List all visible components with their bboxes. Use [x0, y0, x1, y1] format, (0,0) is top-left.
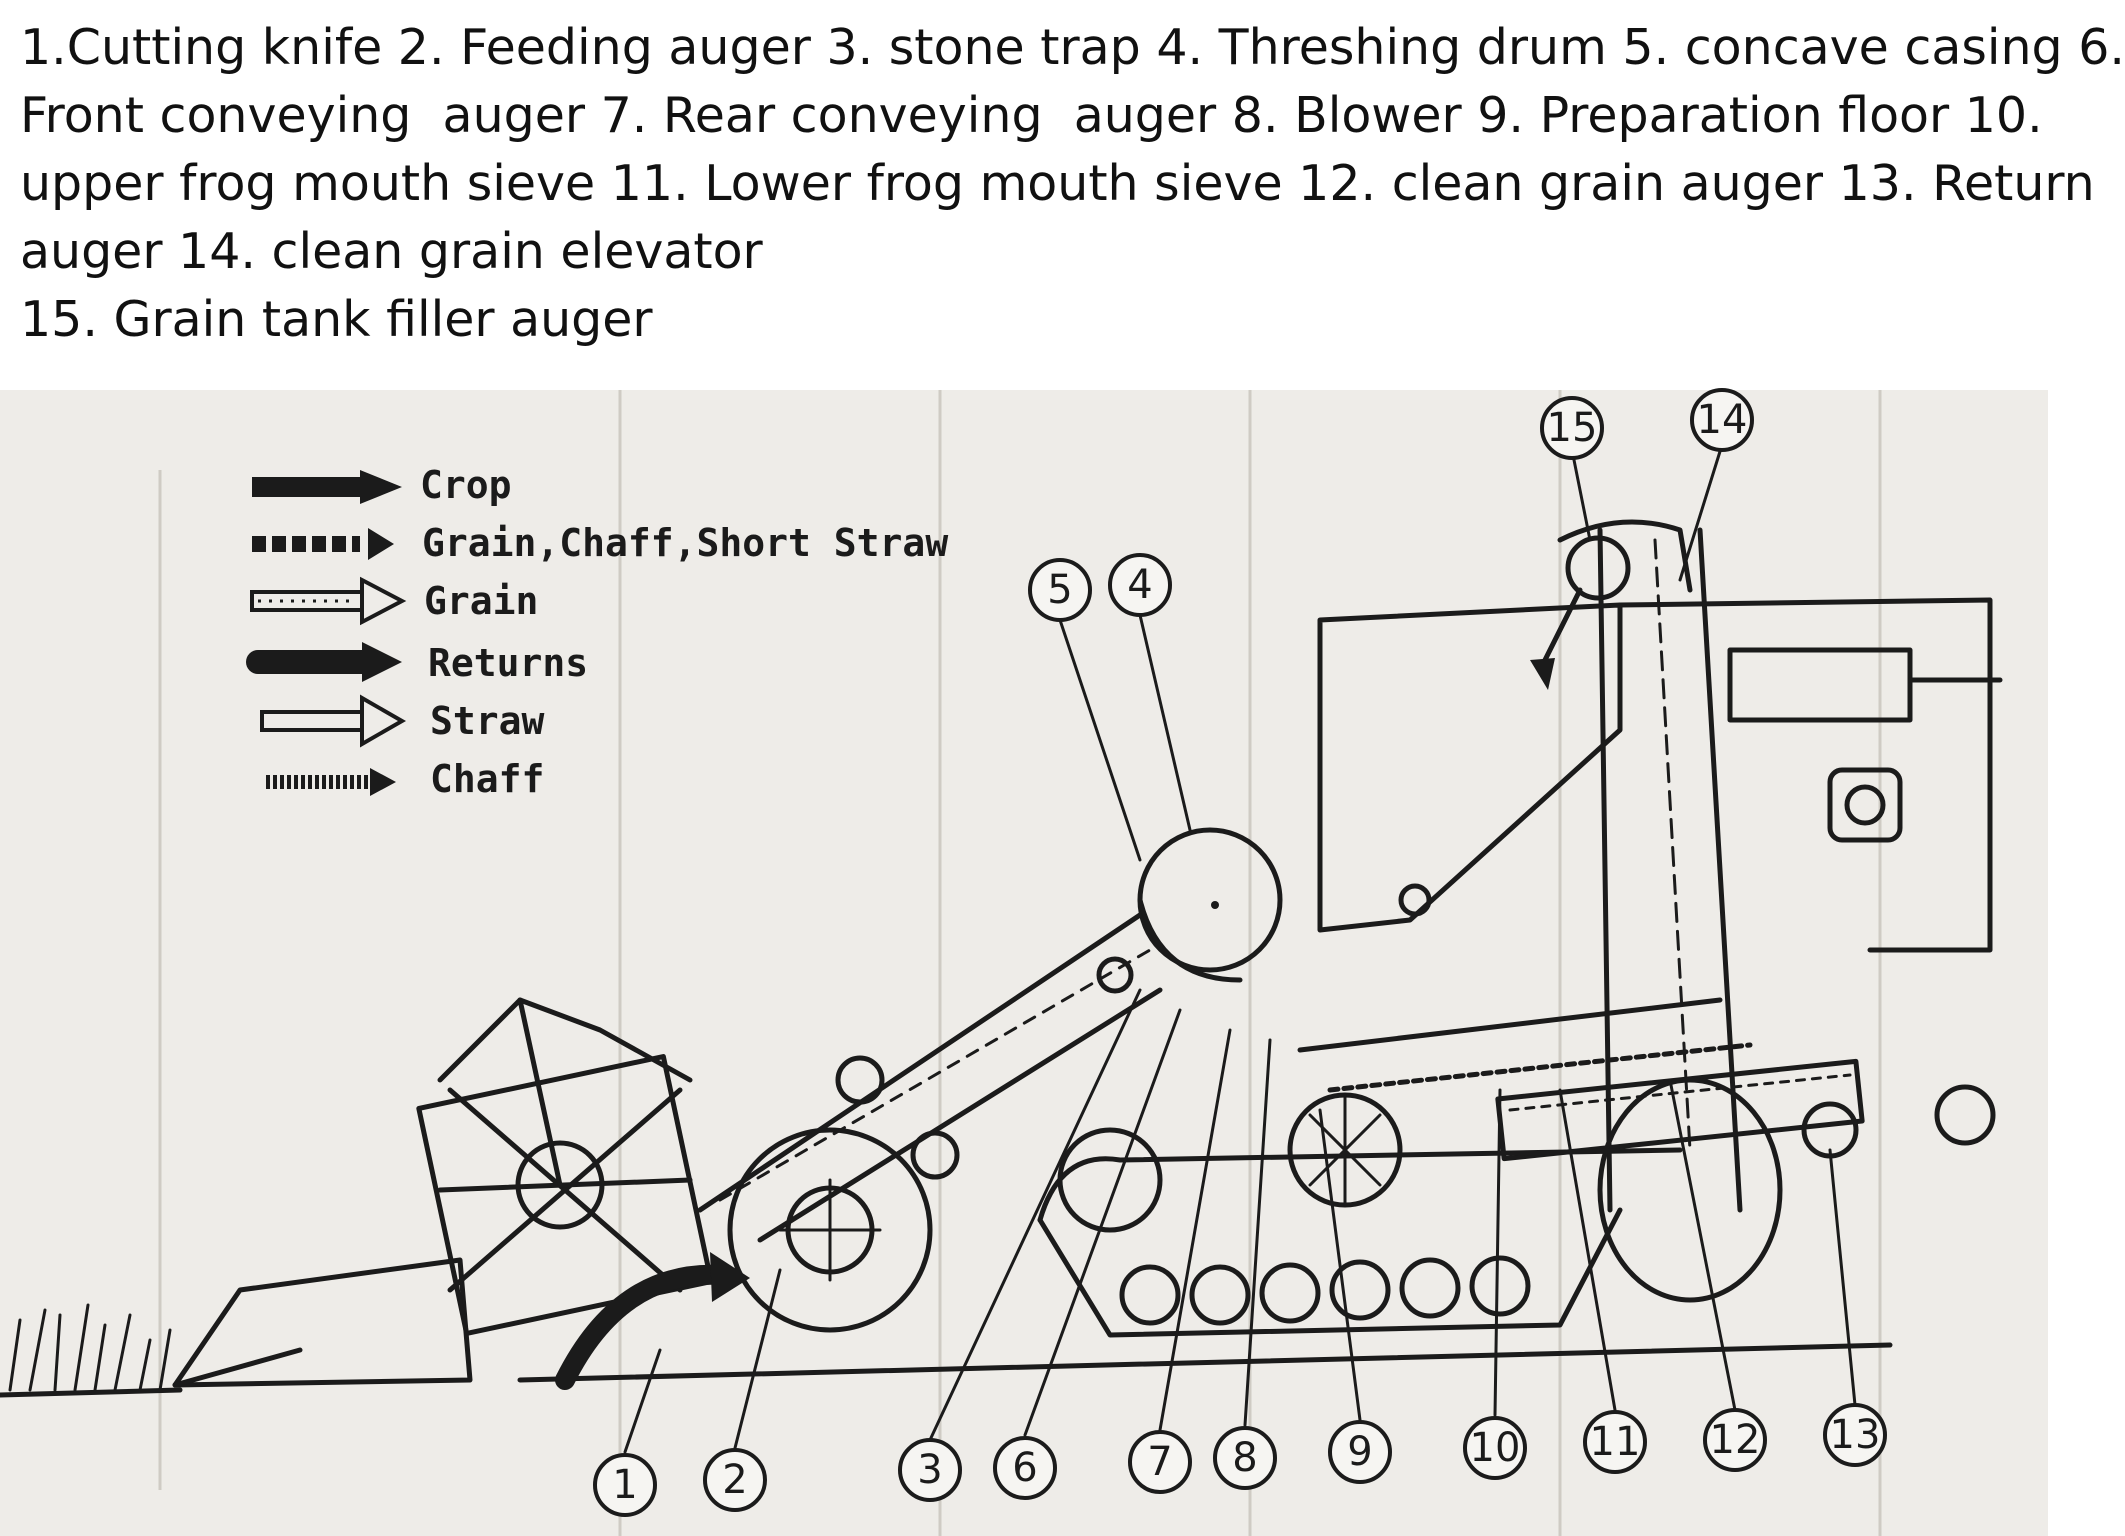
callout-label: 4	[1127, 562, 1152, 608]
caption-line: 1.Cutting knife 2. Feeding auger 3. ston…	[20, 19, 2125, 76]
callout-label: 9	[1347, 1429, 1372, 1475]
elevator-column	[1530, 519, 1743, 1213]
legend-arrow-grain	[250, 576, 407, 626]
caption: 1.Cutting knife 2. Feeding auger 3. ston…	[20, 14, 2125, 354]
callout-5: 5	[1028, 558, 1092, 622]
engine-housing	[1617, 597, 2003, 953]
callout-label: 10	[1470, 1425, 1521, 1471]
callout-10: 10	[1463, 1416, 1527, 1480]
legend-arrow-straw	[260, 694, 407, 748]
header-assembly	[172, 997, 714, 1388]
callout-15: 15	[1540, 396, 1604, 460]
combine-harvester-figure: Crop Grain,Chaff,Short Straw Grain Retur…	[0, 388, 2048, 1536]
callout-label: 8	[1232, 1435, 1257, 1481]
callout-6: 6	[993, 1436, 1057, 1500]
callout-label: 6	[1012, 1445, 1037, 1491]
callout-label: 14	[1697, 397, 1748, 443]
crop-flow-arrow	[555, 1264, 730, 1390]
callout-label: 2	[722, 1457, 747, 1503]
caption-line: upper frog mouth sieve 11. Lower frog mo…	[20, 155, 2095, 212]
callout-label: 11	[1590, 1419, 1641, 1465]
callout-2: 2	[703, 1448, 767, 1512]
legend: Crop Grain,Chaff,Short Straw Grain Retur…	[246, 463, 948, 801]
caption-line: auger 14. clean grain elevator	[20, 223, 763, 280]
callouts: 1 2 3 6 7 8 9	[593, 388, 1887, 1517]
callout-9: 9	[1328, 1420, 1392, 1484]
callout-1: 1	[593, 1453, 657, 1517]
legend-label-grain-chaff-short-straw: Grain,Chaff,Short Straw	[422, 521, 948, 565]
crop-flow-arrowhead	[710, 1252, 750, 1302]
caption-line: Front conveying auger 7. Rear conveying …	[20, 87, 2043, 144]
legend-arrow-chaff	[266, 768, 396, 796]
crop-stalks	[0, 1303, 183, 1398]
callout-8: 8	[1213, 1426, 1277, 1490]
callout-14: 14	[1690, 388, 1754, 452]
legend-label-returns: Returns	[428, 641, 588, 685]
ground-line	[517, 1342, 1893, 1383]
callout-label: 7	[1147, 1439, 1172, 1485]
caption-line: 15. Grain tank filler auger	[20, 291, 653, 348]
legend-arrow-crop	[252, 470, 402, 504]
callout-label: 3	[917, 1447, 942, 1493]
callout-7: 7	[1128, 1430, 1192, 1494]
callout-label: 13	[1830, 1412, 1881, 1458]
feeding-auger-drum	[727, 1055, 960, 1333]
callout-11: 11	[1583, 1410, 1647, 1474]
legend-arrow-grain-chaff-short-straw	[252, 528, 394, 560]
cleaning-section	[1287, 997, 1753, 1208]
feeder-house	[697, 912, 1163, 1243]
callout-12: 12	[1703, 1408, 1767, 1472]
callout-3: 3	[898, 1438, 962, 1502]
legend-label-chaff: Chaff	[430, 757, 544, 801]
threshing-drum	[1137, 827, 1283, 983]
legend-label-grain: Grain	[424, 579, 538, 623]
background-texture	[158, 390, 1882, 1536]
legend-label-crop: Crop	[420, 463, 512, 507]
leader-lines	[623, 443, 1857, 1454]
combine-harvester-diagram: Crop Grain,Chaff,Short Straw Grain Retur…	[0, 388, 2003, 1536]
rear-conveyor	[1495, 1058, 1996, 1303]
callout-label: 12	[1710, 1417, 1761, 1463]
grain-tank	[1317, 602, 1623, 933]
legend-arrow-returns	[246, 642, 402, 682]
callout-13: 13	[1823, 1403, 1887, 1467]
reel-hub	[515, 1140, 605, 1230]
callout-4: 4	[1108, 553, 1172, 617]
callout-label: 1	[612, 1462, 637, 1508]
callout-label: 15	[1547, 405, 1598, 451]
callout-label: 5	[1047, 567, 1072, 613]
legend-label-straw: Straw	[430, 699, 545, 743]
